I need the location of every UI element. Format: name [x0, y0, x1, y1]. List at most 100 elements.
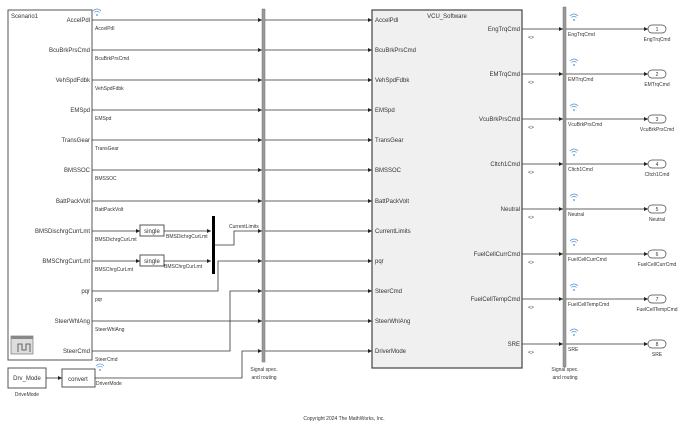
vcu-software-block[interactable] [371, 9, 523, 369]
signal-logging-icon[interactable] [95, 363, 105, 371]
outport-8[interactable] [647, 339, 667, 349]
signal-label: BcuBrkPrsCmd [95, 56, 129, 62]
routing-label-right: Signal spec. [551, 367, 578, 373]
signal-label: SteerCmd [95, 357, 118, 363]
signal-label: VcuBrkPrsCmd [568, 122, 602, 128]
bus-marker: <> [528, 305, 534, 311]
signal-logging-icon[interactable] [569, 58, 579, 66]
outport-2[interactable] [647, 69, 667, 79]
arrowhead [644, 117, 648, 121]
arrowhead [368, 349, 372, 353]
signal-logging-icon[interactable] [569, 238, 579, 246]
signal-arc [569, 328, 579, 332]
scenario-port-label: BattPackVolt [56, 199, 90, 205]
arrowhead [559, 27, 563, 31]
outport-name: Neutral [649, 217, 665, 223]
arrowhead [258, 108, 262, 112]
signal-label: Cltch1Cmd [568, 167, 593, 173]
outport-1[interactable] [647, 24, 667, 34]
outport-3[interactable] [647, 114, 667, 124]
signal-logging-icon[interactable] [569, 103, 579, 111]
outport-number: 3 [656, 117, 659, 123]
outport-name: EngTrqCmd [644, 37, 671, 43]
outport-5[interactable] [647, 204, 667, 214]
scenario-title: Scenario1 [11, 14, 39, 20]
vcu-input-port-label: TransGear [375, 138, 403, 144]
vcu-output-port-label: FuelCellTempCmd [471, 297, 520, 303]
signal-label: BMSChrgCurLmt [164, 264, 203, 270]
convert-label: convert [68, 377, 88, 383]
signal-arc [571, 285, 577, 288]
vcu-output-port-label: Neutral [501, 207, 520, 213]
arrowhead [559, 207, 563, 211]
signal-dot [573, 244, 575, 246]
arrowhead [559, 162, 563, 166]
outport-number: 7 [656, 297, 659, 303]
single-convert-block-dischrg[interactable] [139, 224, 165, 237]
outport-number: 6 [656, 252, 659, 258]
arrowhead [644, 162, 648, 166]
signal-label: BMSDichrgCurLmt [95, 237, 137, 243]
signal-line[interactable] [95, 350, 262, 379]
signal-spec-routing-bus-left[interactable] [261, 8, 266, 363]
bus-marker: <> [528, 125, 534, 131]
vcu-output-port-label: FuelCellCurrCmd [474, 252, 520, 258]
drive-mode-block-name: DriveMode [15, 392, 39, 398]
vcu-input-port-label: SteerWhlAng [375, 319, 410, 325]
signal-arc [571, 60, 577, 63]
signal-label: BMSSOC [95, 176, 117, 182]
signal-label: Neutral [568, 212, 584, 218]
signal-logging-icon[interactable] [569, 193, 579, 201]
outport-4[interactable] [647, 159, 667, 169]
signal-dot [573, 19, 575, 21]
arrowhead [559, 252, 563, 256]
arrowhead [368, 18, 372, 22]
outport-6[interactable] [647, 249, 667, 259]
mux-block[interactable] [212, 216, 215, 274]
vcu-input-port-label: CurrentLimits [375, 229, 411, 235]
signal-line[interactable] [215, 230, 262, 246]
signal-dot [573, 64, 575, 66]
arrowhead [368, 138, 372, 142]
arrowhead [258, 319, 262, 323]
signal-line[interactable] [92, 290, 262, 352]
outport-name: SRE [652, 352, 663, 358]
signal-arc [569, 58, 579, 62]
signal-logging-icon[interactable] [569, 283, 579, 291]
arrowhead [559, 72, 563, 76]
scenario-port-label: BMSSOC [64, 168, 91, 174]
signal-label: CurrentLimits [229, 224, 259, 230]
vcu-title: VCU_Software [427, 14, 467, 20]
vcu-input-port-label: DriverMode [375, 349, 407, 355]
arrowhead [58, 376, 62, 380]
outport-number: 4 [656, 162, 659, 168]
arrowhead [644, 72, 648, 76]
signal-label: TransGear [95, 146, 119, 152]
arrowhead [644, 297, 648, 301]
signal-line[interactable] [92, 260, 262, 292]
scenario-port-label: BMSDischrgCurrLmt [35, 229, 90, 235]
scenario-block[interactable] [7, 9, 93, 361]
outport-name: EMTrqCmd [644, 82, 670, 88]
single-convert-block-chrg[interactable] [139, 254, 165, 267]
signal-spec-routing-bus-right[interactable] [562, 6, 567, 368]
outport-7[interactable] [647, 294, 667, 304]
signal-logging-icon[interactable] [569, 13, 579, 21]
signal-logging-icon[interactable] [92, 8, 102, 16]
signal-arc [94, 10, 100, 13]
signal-arc [571, 105, 577, 108]
signal-logging-icon[interactable] [569, 148, 579, 156]
outport-number: 2 [656, 72, 659, 78]
signal-logging-icon[interactable] [569, 328, 579, 336]
outport-name: VcuBrkPrsCmd [640, 127, 674, 133]
signal-dot [99, 369, 101, 371]
arrowhead [368, 168, 372, 172]
arrowhead [258, 199, 262, 203]
vcu-input-port-label: AccelPdl [375, 18, 398, 24]
signal-arc [571, 240, 577, 243]
signal-arc [97, 365, 103, 368]
scenario-port-label: SteerCmd [63, 349, 90, 355]
signal-arc [569, 148, 579, 152]
routing-label-left: Signal spec. [250, 367, 277, 373]
signal-label: VehSpdFdbk [95, 86, 124, 92]
